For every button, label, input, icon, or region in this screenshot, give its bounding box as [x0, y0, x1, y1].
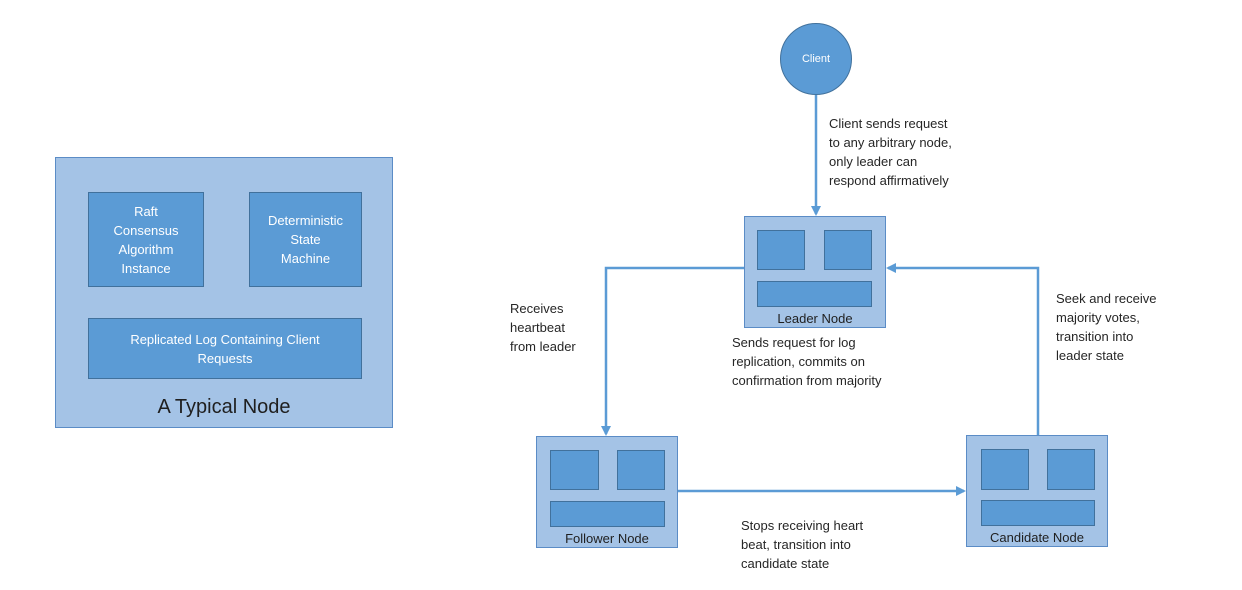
- candidate-raft-block: [981, 449, 1029, 490]
- typical-node-panel: Raft Consensus Algorithm Instance Determ…: [55, 157, 393, 428]
- follower-node: Follower Node: [536, 436, 678, 548]
- leader-node-label: Leader Node: [777, 311, 853, 326]
- leader-node: Leader Node: [744, 216, 886, 328]
- raft-consensus-box: Raft Consensus Algorithm Instance: [88, 192, 204, 287]
- candidate-state-block: [1047, 449, 1095, 490]
- candidate-node: Candidate Node: [966, 435, 1108, 547]
- state-machine-box: Deterministic State Machine: [249, 192, 362, 287]
- leader-state-block: [824, 230, 872, 270]
- follower-raft-block: [550, 450, 599, 490]
- arrow-leader-to-follower: [601, 266, 744, 436]
- replicated-log-box: Replicated Log Containing Client Request…: [88, 318, 362, 379]
- panel-title: A Typical Node: [157, 396, 291, 418]
- follower-state-block: [617, 450, 665, 490]
- note-stops-heartbeat: Stops receiving heart beat, transition i…: [741, 518, 864, 571]
- client-label: Client: [801, 53, 831, 65]
- follower-log-block: [550, 501, 665, 527]
- note-client-request: Client sends request to any arbitrary no…: [829, 116, 952, 188]
- note-heartbeat: Receives heartbeat from leader: [510, 301, 576, 354]
- follower-node-label: Follower Node: [565, 531, 649, 546]
- client-node: Client: [780, 23, 852, 95]
- leader-raft-block: [757, 230, 805, 270]
- leader-log-block: [757, 281, 872, 307]
- note-log-replication: Sends request for log replication, commi…: [732, 335, 882, 388]
- arrow-candidate-to-leader: [886, 263, 1040, 435]
- note-majority-votes: Seek and receive majority votes, transit…: [1056, 291, 1157, 363]
- candidate-node-label: Candidate Node: [990, 530, 1084, 545]
- candidate-log-block: [981, 500, 1095, 526]
